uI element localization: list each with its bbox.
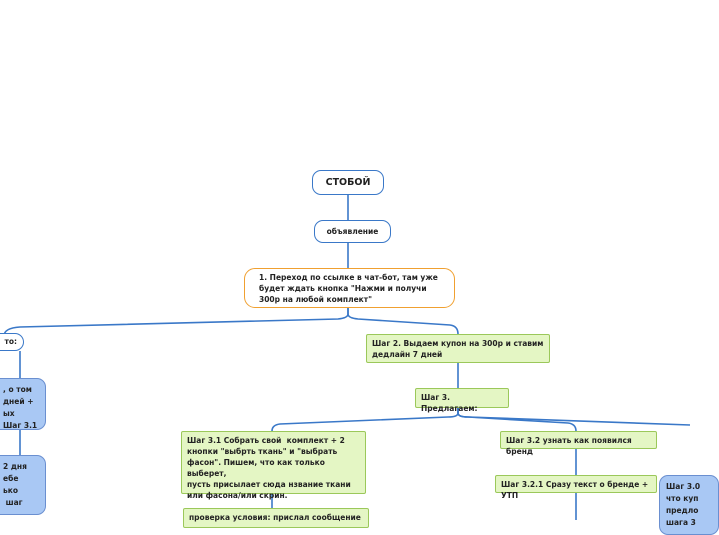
- link-step1-left: [3, 308, 349, 337]
- step2-node[interactable]: Шаг 2. Выдаем купон на 300р и ставим дед…: [366, 334, 550, 363]
- left-partial-node[interactable]: то:: [0, 333, 24, 351]
- step3-2-label: Шаг 3.2 узнать как появился бренд: [506, 436, 635, 456]
- ad-label: объявление: [326, 226, 379, 236]
- step3-node[interactable]: Шаг 3. Предлагаем:: [415, 388, 509, 413]
- step2-label: Шаг 2. Выдаем купон на 300р и ставим дед…: [372, 339, 544, 359]
- step3-label: Шаг 3. Предлагаем:: [421, 393, 478, 413]
- step3-2-node[interactable]: Шаг 3.2 узнать как появился бренд: [500, 431, 657, 456]
- step3-2-1-node[interactable]: Шаг 3.2.1 Сразу текст о бренде + УТП: [495, 475, 657, 500]
- mindmap-canvas: СТОБОЙ объявление 1. Переход по ссылке в…: [0, 170, 719, 535]
- left-block1-label: , о том дней + ых Шаг 3.1: [3, 385, 38, 430]
- left-partial-label: то:: [4, 337, 18, 347]
- root-label: СТОБОЙ: [325, 176, 371, 188]
- step3-1-check-label: проверка условия: прислал сообщение: [189, 513, 361, 522]
- left-block1-node[interactable]: , о том дней + ых Шаг 3.1: [0, 378, 46, 430]
- right-partial-label: Шаг 3.0 что куп предло шага 3: [666, 482, 701, 527]
- ad-node[interactable]: объявление: [314, 220, 391, 243]
- root-node[interactable]: СТОБОЙ: [312, 170, 384, 195]
- link-step1-step2: [347, 308, 459, 335]
- step1-label: 1. Переход по ссылке в чат-бот, там уже …: [259, 273, 438, 304]
- step3-1-label: Шаг 3.1 Собрать свой комплект + 2 кнопки…: [187, 436, 351, 500]
- left-block2-label: 2 дня ебе ько шаг: [3, 462, 27, 507]
- link-step3-right: [457, 408, 691, 426]
- right-partial-node[interactable]: Шаг 3.0 что куп предло шага 3: [659, 475, 719, 535]
- step3-1-check-node[interactable]: проверка условия: прислал сообщение: [183, 508, 369, 528]
- step1-node[interactable]: 1. Переход по ссылке в чат-бот, там уже …: [244, 268, 455, 308]
- left-block2-node[interactable]: 2 дня ебе ько шаг: [0, 455, 46, 515]
- step3-1-node[interactable]: Шаг 3.1 Собрать свой комплект + 2 кнопки…: [181, 431, 366, 500]
- connector-lines: [3, 195, 691, 520]
- step3-2-1-label: Шаг 3.2.1 Сразу текст о бренде + УТП: [501, 480, 651, 500]
